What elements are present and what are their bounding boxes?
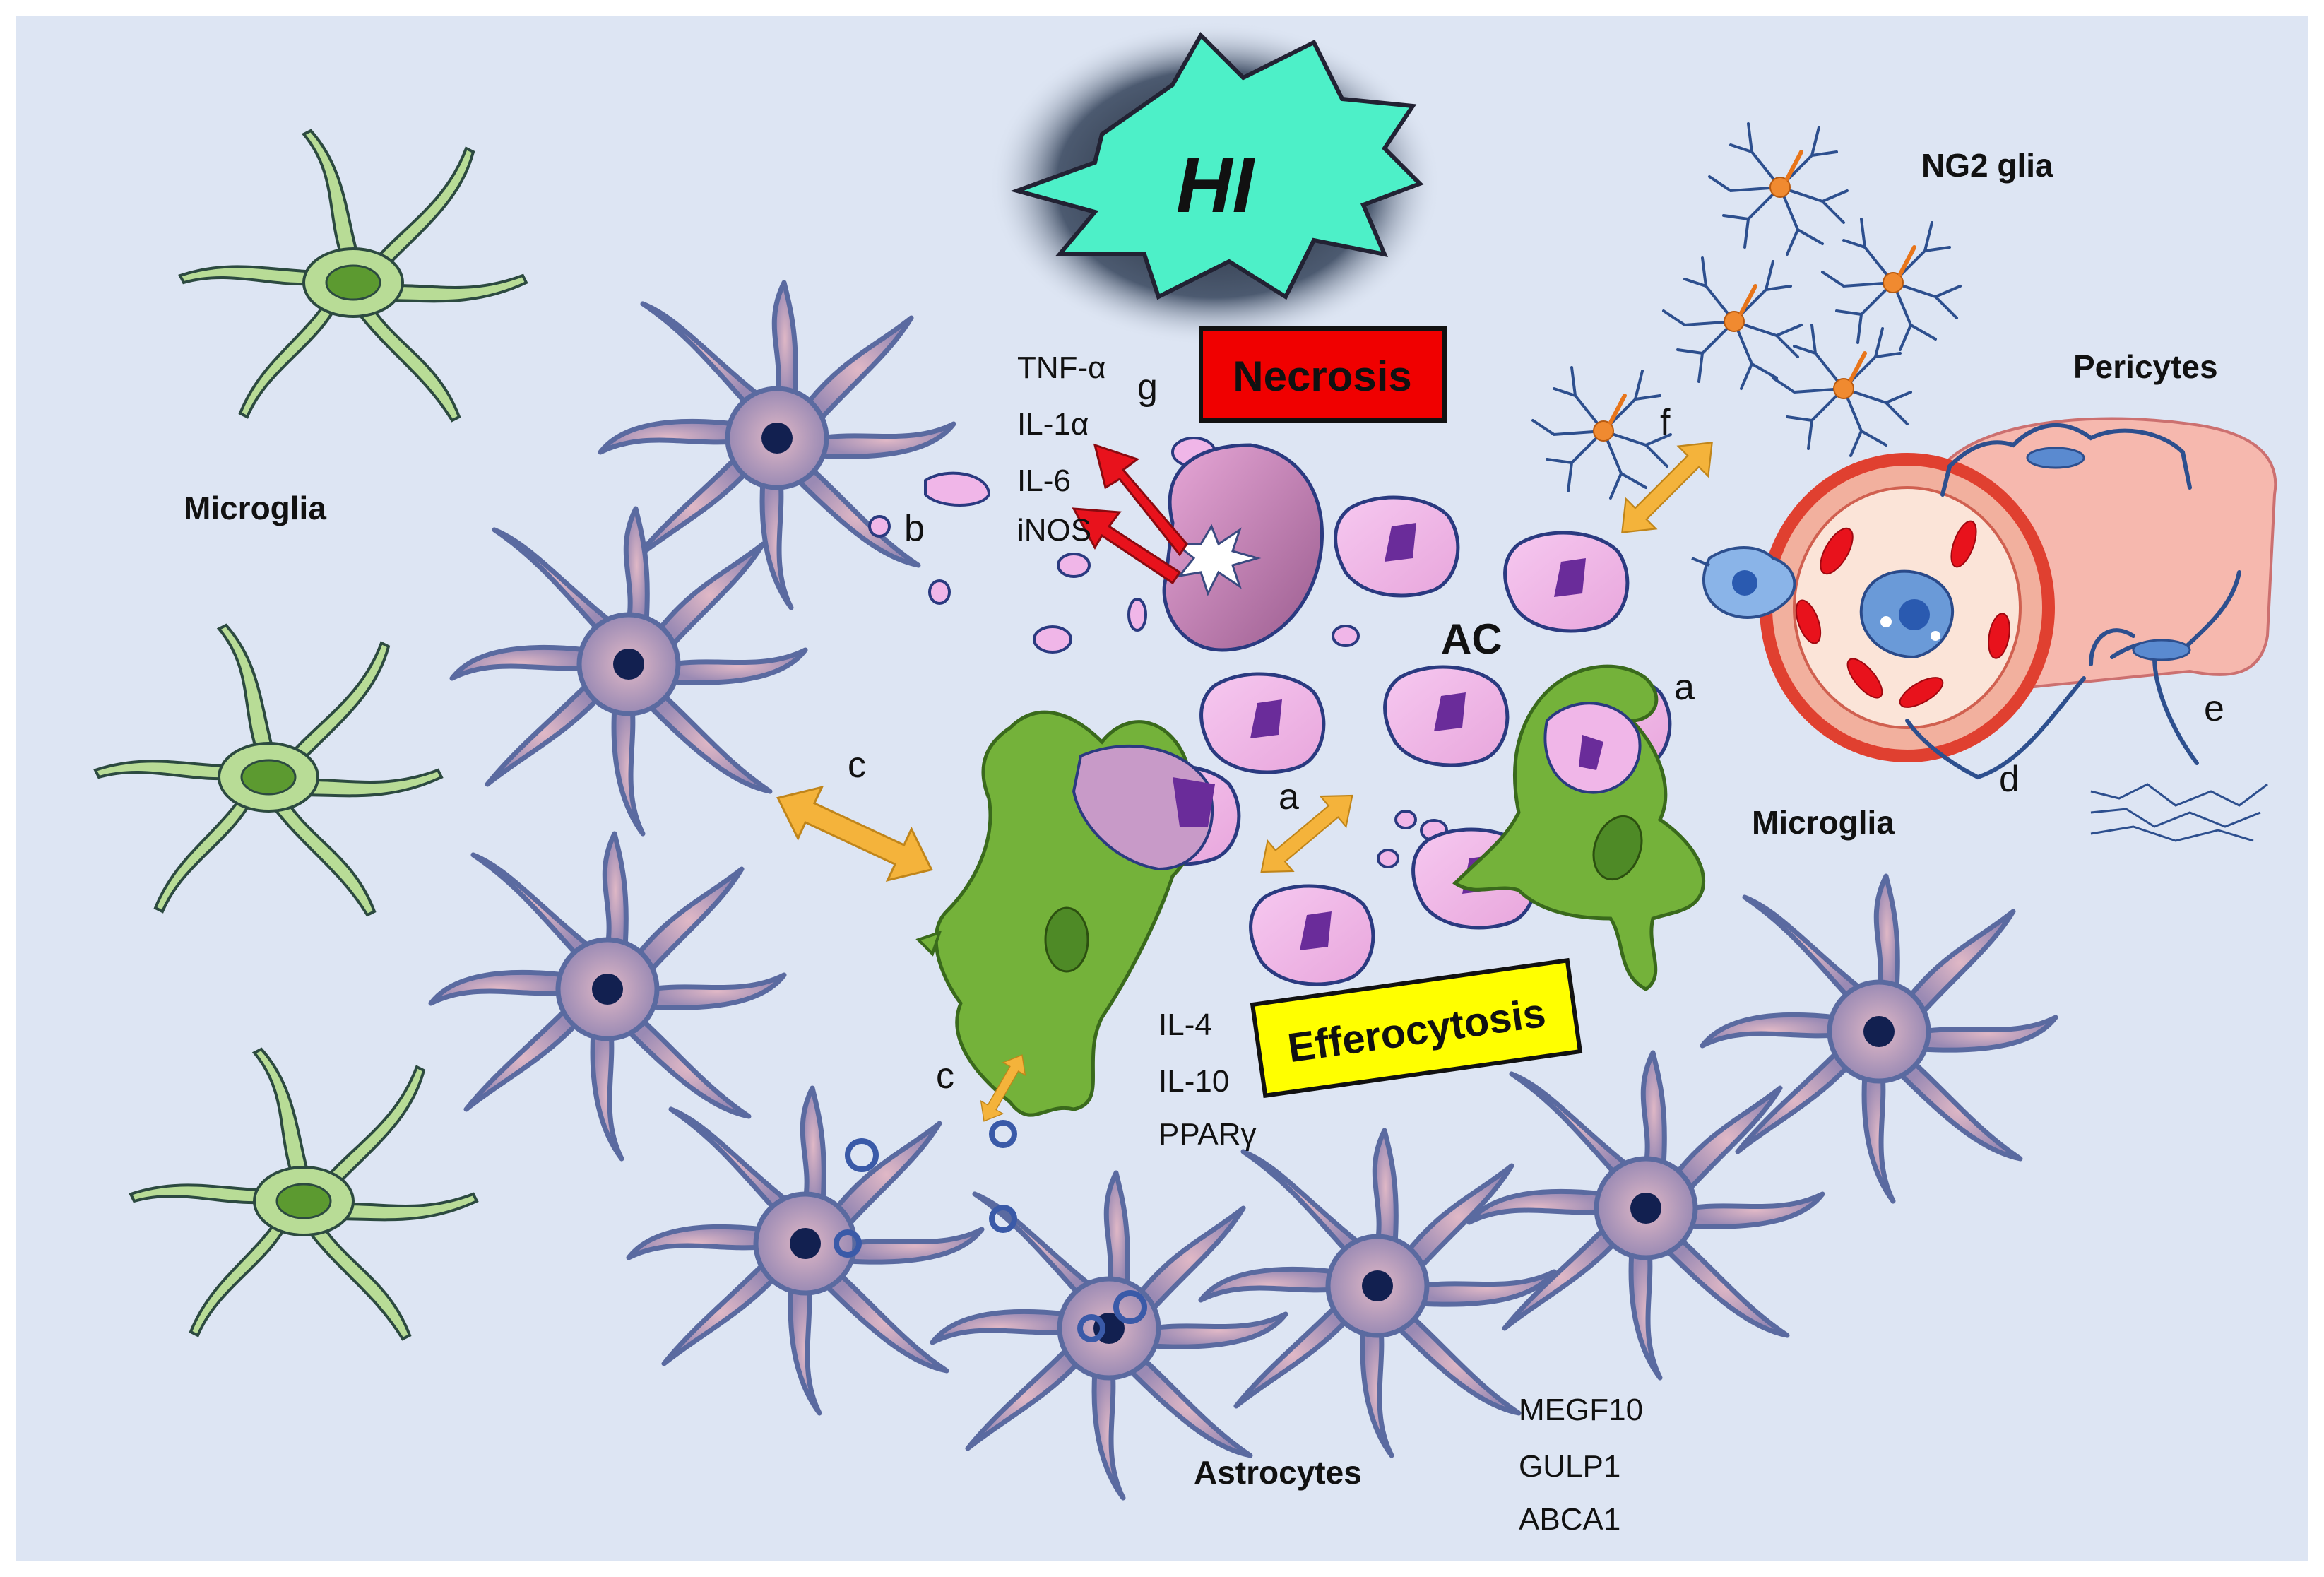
microglia-label-right: Microglia xyxy=(1752,804,1895,841)
pericyte-processes xyxy=(2090,783,2268,842)
microglia-label-left: Microglia xyxy=(184,490,326,526)
amoeboid-microglia-right xyxy=(1452,664,1705,991)
cell-fragments-b xyxy=(868,471,991,538)
cytokine-il1: IL-1α xyxy=(1017,407,1089,442)
cytokine-il4: IL-4 xyxy=(1158,1008,1212,1042)
anti-inflammatory-cytokines: IL-4 IL-10 PPARγ xyxy=(1158,1008,1257,1152)
letter-b: b xyxy=(904,508,925,549)
hi-burst-icon: HI xyxy=(989,21,1441,346)
cytokine-inos: iNOS xyxy=(1017,513,1091,548)
migrating-microglia xyxy=(1691,546,1796,619)
letter-f: f xyxy=(1660,402,1671,443)
apoptotic-cell-6 xyxy=(1251,886,1373,984)
necrosis-label: Necrosis xyxy=(1233,353,1411,400)
apoptotic-cell-4 xyxy=(1385,667,1507,765)
letter-e: e xyxy=(2204,688,2224,729)
letter-a-right: a xyxy=(1674,667,1695,708)
necrosis-box: Necrosis xyxy=(1199,326,1447,423)
hi-label: HI xyxy=(1176,142,1255,229)
pericyte-nucleus xyxy=(2026,447,2085,469)
blood-vessel xyxy=(1760,417,2277,762)
red-arrow-icon xyxy=(1072,443,1188,585)
efferocytosis-receptors: MEGF10 GULP1 ABCA1 xyxy=(1519,1393,1643,1537)
apoptotic-cell-2 xyxy=(1505,533,1628,631)
necrotic-cell xyxy=(1162,443,1324,652)
apoptotic-cell-1 xyxy=(1336,497,1458,596)
amoeboid-microglia-left xyxy=(915,710,1215,1117)
cytokine-il10: IL-10 xyxy=(1158,1064,1229,1099)
receptor-abca1: ABCA1 xyxy=(1519,1502,1620,1537)
letter-c-lower: c xyxy=(936,1056,954,1097)
pericytes-label: Pericytes xyxy=(2073,348,2218,385)
receptor-gulp1: GULP1 xyxy=(1519,1449,1620,1484)
cytokine-ppar: PPARγ xyxy=(1158,1117,1257,1152)
efferocytosis-box: Efferocytosis xyxy=(1250,957,1583,1099)
ac-label: AC xyxy=(1441,615,1502,663)
astrocytes-label: Astrocytes xyxy=(1194,1454,1362,1491)
burst-icon xyxy=(1173,524,1262,596)
letter-c-upper: c xyxy=(848,745,866,786)
letter-a-center: a xyxy=(1279,776,1299,817)
letter-d: d xyxy=(1999,759,2020,800)
pericyte-cells xyxy=(1905,423,2241,780)
cytokine-il6: IL-6 xyxy=(1017,463,1071,498)
ng2-glia-label: NG2 glia xyxy=(1921,147,2053,184)
apoptotic-cell-3 xyxy=(1202,674,1324,772)
vesicle-icon xyxy=(834,1120,1147,1342)
cytokine-tnf: TNF-α xyxy=(1017,350,1106,385)
receptor-megf10: MEGF10 xyxy=(1519,1393,1643,1427)
pro-inflammatory-cytokines: TNF-α IL-1α IL-6 iNOS xyxy=(1017,350,1106,548)
pericyte-nucleus xyxy=(2132,639,2191,661)
letter-g: g xyxy=(1137,367,1158,408)
